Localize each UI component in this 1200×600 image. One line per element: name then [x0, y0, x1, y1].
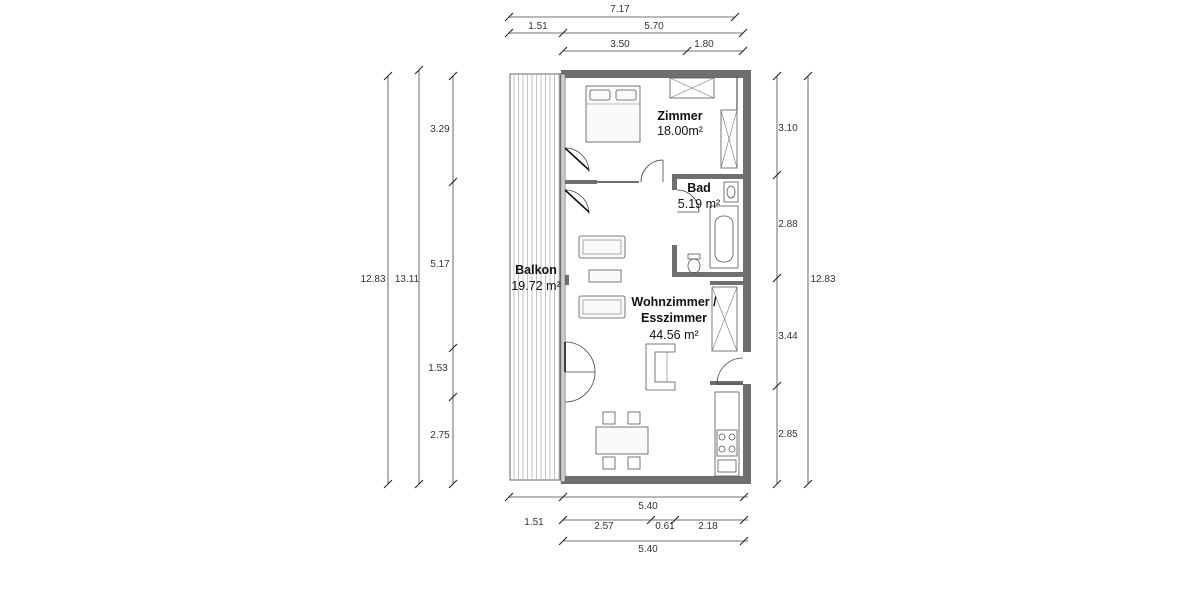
balcony-decking — [513, 75, 560, 479]
dim-right-seg-3: 3.44 — [778, 331, 798, 342]
dim-left-seg-1: 3.29 — [430, 124, 450, 135]
dim-left-outer: 12.83 — [360, 274, 385, 285]
dim-top-zimmer: 3.50 — [610, 39, 630, 50]
sink — [723, 181, 739, 203]
armchair — [645, 343, 676, 391]
bed — [585, 85, 641, 143]
balcony-post — [563, 275, 569, 285]
dim-left-seg-3: 1.53 — [428, 363, 448, 374]
room-name-wohnen-line1: Wohnzimmer / — [631, 295, 717, 309]
sofa-lower — [578, 295, 626, 319]
left-dimensions: 12.83 13.11 3.29 5.17 1.53 2.75 — [360, 65, 458, 489]
dim-right-seg-1: 3.10 — [778, 123, 798, 134]
furniture — [578, 77, 740, 477]
dim-bottom-seg-1: 2.57 — [594, 521, 614, 532]
dim-bottom-seg-3: 2.18 — [698, 521, 718, 532]
room-area-wohnen: 44.56 m² — [649, 328, 698, 342]
dim-top-closet: 1.80 — [694, 39, 714, 50]
dim-top-balcony: 1.51 — [528, 21, 548, 32]
closet — [720, 109, 738, 169]
dim-bottom-width: 5.40 — [638, 501, 658, 512]
right-dimensions: 3.10 2.88 3.44 2.85 12.83 — [772, 71, 836, 489]
dim-left-middle: 13.11 — [395, 274, 420, 285]
room-name-wohnen-line2: Esszimmer — [641, 311, 707, 325]
sofa-upper — [578, 235, 626, 259]
room-area-zimmer: 18.00m² — [657, 124, 703, 138]
room-name-balkon: Balkon — [515, 263, 557, 277]
dim-right-seg-2: 2.88 — [778, 219, 798, 230]
dim-left-seg-4: 2.75 — [430, 430, 450, 441]
room-name-bad: Bad — [687, 181, 711, 195]
door-leaf — [564, 147, 590, 171]
storage-shelf — [711, 286, 738, 352]
dining-table — [595, 411, 649, 470]
dim-bottom-balcony: 1.51 — [524, 517, 544, 528]
room-area-balkon: 19.72 m² — [511, 279, 560, 293]
bottom-dimensions: 5.40 1.51 2.57 0.61 2.18 5.40 — [504, 492, 749, 555]
bathtub — [709, 205, 739, 269]
dim-right-overall: 12.83 — [810, 274, 835, 285]
room-area-bad: 5.19 m² — [678, 197, 720, 211]
wardrobe — [669, 77, 715, 99]
walls — [560, 70, 751, 484]
dim-top-interior: 5.70 — [644, 21, 664, 32]
dim-top-overall: 7.17 — [610, 4, 630, 15]
room-name-zimmer: Zimmer — [657, 109, 702, 123]
coffee-table — [588, 269, 622, 283]
dim-right-seg-4: 2.85 — [778, 429, 798, 440]
dim-left-seg-2: 5.17 — [430, 259, 450, 270]
balcony — [509, 73, 569, 481]
dim-bottom-seg-2: 0.61 — [655, 521, 675, 532]
kitchen — [714, 391, 740, 477]
top-dimensions: 7.17 1.51 5.70 3.50 1.80 — [504, 4, 748, 56]
dim-bottom-overall: 5.40 — [638, 544, 658, 555]
room-labels: Zimmer 18.00m² Bad 5.19 m² Wohnzimmer / … — [511, 109, 720, 342]
doors — [564, 147, 744, 403]
toilet — [687, 253, 701, 274]
